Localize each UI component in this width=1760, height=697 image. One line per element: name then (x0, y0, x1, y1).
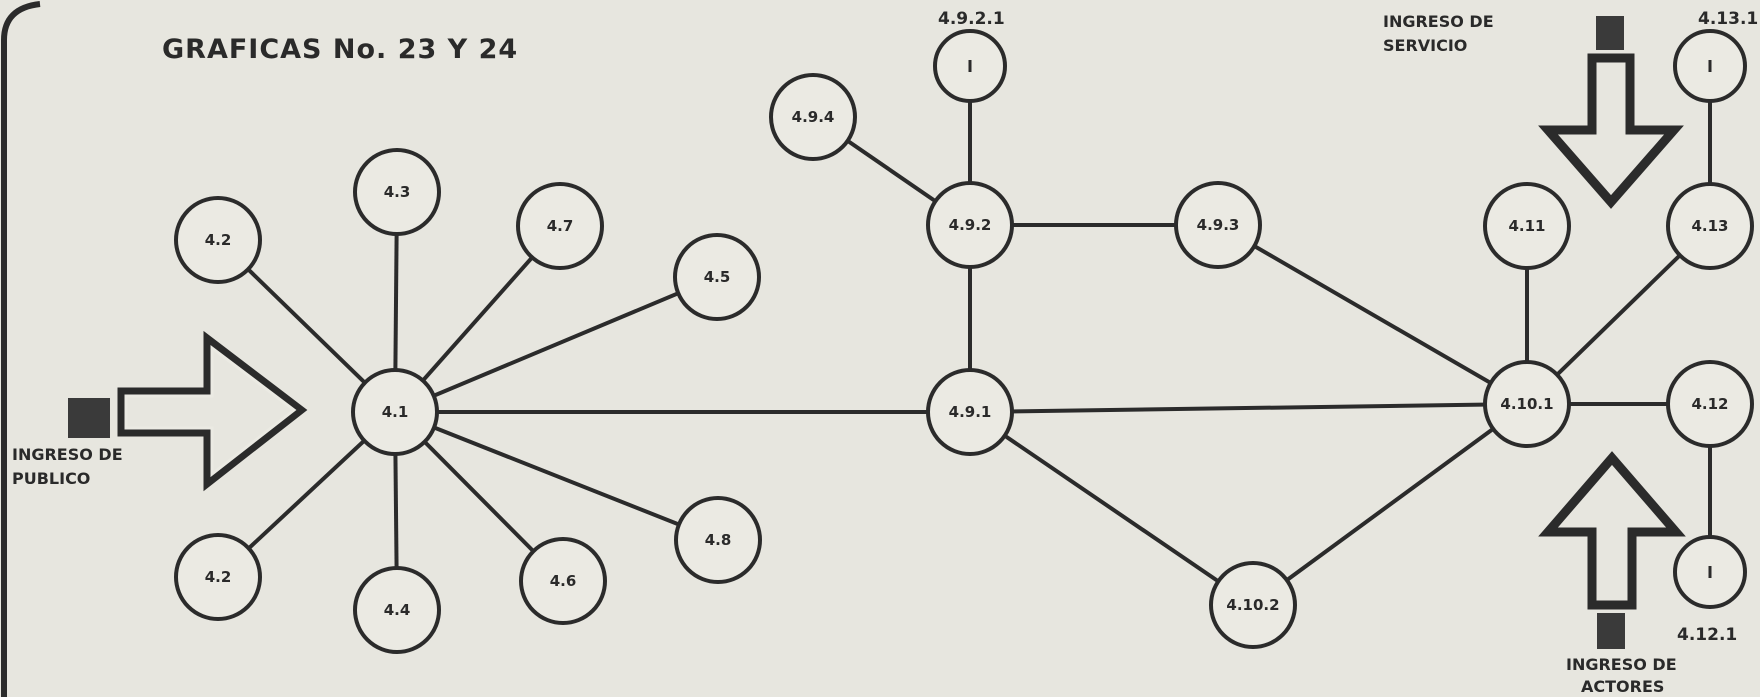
edge-4_10_2-4_10_1 (1251, 402, 1529, 607)
node-4-12: 4.12 (1666, 360, 1754, 448)
node-4-2: 4.2 (174, 196, 262, 284)
node-label-4-6: 4.6 (550, 572, 577, 590)
node-label-4-9-1: 4.9.1 (949, 403, 992, 421)
node-4-8: 4.8 (674, 496, 762, 584)
node-circle-4-9-1 (926, 368, 1014, 456)
node-circle-4-9-4 (769, 73, 857, 161)
service-entrance: INGRESO DE SERVICIO (1383, 12, 1684, 209)
service-entrance-label-2: SERVICIO (1383, 36, 1467, 55)
node-circle-4-1 (351, 368, 439, 456)
node-circle-4-3 (353, 148, 441, 236)
node-4-9-2-1: 4.9.2.1 (933, 9, 1007, 103)
node-4-9-4: 4.9.4 (769, 73, 857, 161)
node-circle-4-9-3 (1174, 181, 1262, 269)
node-label-4-10-2: 4.10.2 (1226, 596, 1279, 614)
frame-corner (0, 1, 41, 697)
node-circle-4-11 (1483, 182, 1571, 270)
node-4-9-3: 4.9.3 (1174, 181, 1262, 269)
node-circle-4-2 (174, 196, 262, 284)
actors-entrance: INGRESO DE ACTORES (1538, 451, 1686, 696)
edge-4_9_1-4_10_2 (968, 410, 1255, 607)
diagram-title: GRAFICAS No. 23 Y 24 (162, 34, 518, 65)
actors-entrance-label-2: ACTORES (1581, 677, 1664, 696)
service-door-icon (1596, 16, 1624, 50)
public-entrance-label-1: INGRESO DE (12, 445, 123, 464)
node-4-13: 4.13 (1666, 182, 1754, 270)
node-label-4-9-4: 4.9.4 (792, 108, 835, 126)
node-4-9-1: 4.9.1 (926, 368, 1014, 456)
node-4-6: 4.6 (519, 537, 607, 625)
node-circle-4-2 (174, 533, 262, 621)
node-label-4-7: 4.7 (547, 217, 574, 235)
edge-4_1-4_8 (394, 410, 719, 542)
edge-4_9_1-4_10_1 (969, 402, 1528, 414)
node-circle-4-8 (674, 496, 762, 584)
node-circle-4-9-2 (926, 181, 1014, 269)
node-4-2: 4.2 (174, 533, 262, 621)
node-circle-4-4 (353, 566, 441, 654)
node-label-4-9-2-1: 4.9.2.1 (938, 9, 1005, 29)
node-label-4-12-1: 4.12.1 (1677, 625, 1737, 645)
node-label-4-10-1: 4.10.1 (1500, 395, 1553, 413)
node-circle-4-6 (519, 537, 607, 625)
node-circle-4-10-1 (1483, 360, 1571, 448)
node-label-4-8: 4.8 (705, 531, 732, 549)
public-entrance: INGRESO DE PUBLICO (12, 330, 308, 492)
node-label-4-9-2: 4.9.2 (949, 216, 992, 234)
node-label-4-1: 4.1 (382, 403, 409, 421)
node-label-4-11: 4.11 (1508, 217, 1545, 235)
node-4-9-2: 4.9.2 (926, 181, 1014, 269)
node-label-4-13: 4.13 (1691, 217, 1728, 235)
node-circle-4-13 (1666, 182, 1754, 270)
public-door-icon (68, 398, 110, 438)
node-circle-4-10-2 (1209, 561, 1297, 649)
node-circle-4-7 (516, 182, 604, 270)
node-circle-4-12 (1666, 360, 1754, 448)
edges-layer (216, 66, 1712, 611)
service-arrow-icon (1538, 53, 1684, 209)
edge-4_9_3-4_10_1 (1216, 223, 1529, 406)
node-label-4-5: 4.5 (704, 268, 731, 286)
node-4-10-1: 4.10.1 (1483, 360, 1571, 448)
node-label-4-9-3: 4.9.3 (1197, 216, 1240, 234)
node-4-5: 4.5 (673, 233, 761, 321)
node-4-7: 4.7 (516, 182, 604, 270)
actors-entrance-label-1: INGRESO DE (1566, 655, 1677, 674)
node-label-4-12: 4.12 (1691, 395, 1728, 413)
node-label-4-13-1: 4.13.1 (1698, 9, 1758, 29)
node-label-4-3: 4.3 (384, 183, 411, 201)
edge-4_1-4_5 (394, 275, 718, 414)
nodes-layer: 4.1 4.2 4.3 4.7 4.5 4.2 4.4 4.6 4.8 4.9.4 4.9.2.1 4… (174, 9, 1758, 654)
actors-door-icon (1597, 613, 1625, 649)
service-entrance-label-1: INGRESO DE (1383, 12, 1494, 31)
node-4-3: 4.3 (353, 148, 441, 236)
node-4-10-2: 4.10.2 (1209, 561, 1297, 649)
node-4-11: 4.11 (1483, 182, 1571, 270)
node-4-1: 4.1 (351, 368, 439, 456)
public-entrance-label-2: PUBLICO (12, 469, 90, 488)
node-4-12-1: 4.12.1 (1673, 535, 1747, 645)
node-label-4-2: 4.2 (205, 231, 232, 249)
node-label-4-2: 4.2 (205, 568, 232, 586)
public-arrow-icon (117, 330, 308, 492)
node-circle-4-5 (673, 233, 761, 321)
actors-arrow-icon (1538, 451, 1686, 610)
node-4-4: 4.4 (353, 566, 441, 654)
node-label-4-4: 4.4 (384, 601, 411, 619)
node-4-13-1: 4.13.1 (1673, 9, 1758, 103)
